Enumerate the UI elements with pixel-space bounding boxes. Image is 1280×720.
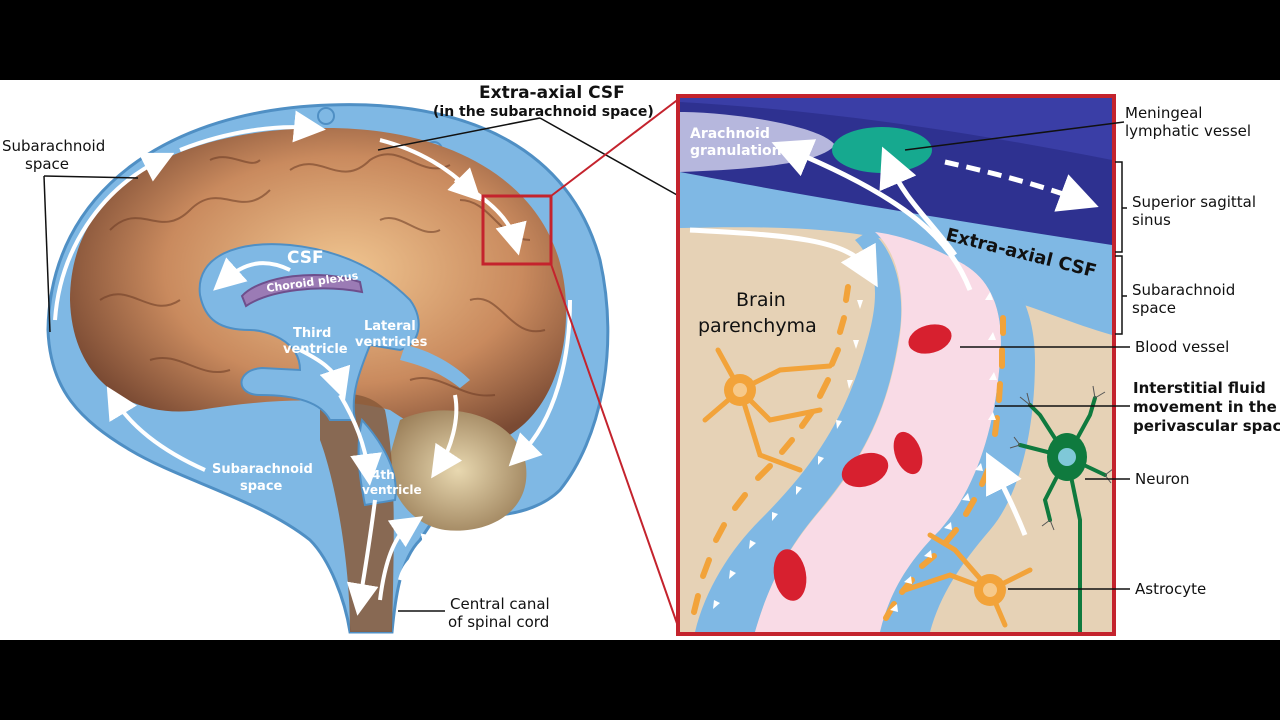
zoom-indicator (481, 97, 681, 633)
subarachnoid-inner-label-1: Subarachnoid (212, 462, 313, 477)
subarachnoid-space-label-2: space (1132, 299, 1176, 317)
neuron-label: Neuron (1135, 470, 1189, 488)
superior-sagittal-label-2: sinus (1132, 211, 1171, 229)
gyri-texture (99, 153, 546, 397)
meningeal-lymphatic-label-1: Meningeal (1125, 104, 1202, 122)
panel-flow-arrows (689, 139, 1028, 536)
interstitial-label-3: perivascular space (1133, 417, 1280, 435)
csf-flow-arrows (53, 110, 572, 616)
central-canal-label-2: of spinal cord (448, 613, 549, 631)
extra-axial-subtitle: (in the subarachnoid space) (433, 104, 654, 120)
lymphatic-drainage-arrow (944, 159, 1099, 212)
left-callouts: Extra-axial CSF (in the subarachnoid spa… (2, 83, 687, 631)
central-canal-label-1: Central canal (450, 595, 550, 613)
extra-axial-title: Extra-axial CSF (479, 83, 625, 103)
brain-parenchyma-label-2: parenchyma (698, 315, 817, 337)
right-callouts: Meningeal lymphatic vessel Superior sagi… (904, 104, 1280, 598)
zoom-panel-frame (676, 94, 1116, 636)
fourth-ventricle-label-2: ventricle (362, 483, 422, 497)
meningeal-lymphatic-label-2: lymphatic vessel (1125, 122, 1251, 140)
choroid-plexus (240, 273, 364, 308)
subarachnoid-inner-label-2: space (240, 479, 283, 494)
blood-vessel-label: Blood vessel (1135, 338, 1229, 356)
lateral-ventricles-label-1: Lateral (364, 319, 416, 334)
interstitial-label-1: Interstitial fluid (1133, 379, 1266, 397)
meningeal-lymphatic-vessel (832, 127, 932, 173)
third-ventricle-label-1: Third (293, 326, 331, 341)
astrocyte-label: Astrocyte (1135, 580, 1206, 598)
red-blood-cells (773, 324, 952, 601)
perivascular-space-right (880, 265, 1035, 632)
superior-sagittal-label-1: Superior sagittal (1132, 193, 1256, 211)
subarachnoid-label-2: space (25, 155, 69, 173)
subarachnoid-space-label-1: Subarachnoid (1132, 281, 1235, 299)
perivascular-flow-markers (713, 292, 997, 612)
brain-illustration: CSF Choroid plexus Third ventricle Later… (46, 103, 610, 634)
arachnoid-granulation-label-1: Arachnoid (690, 126, 770, 142)
interstitial-label-2: movement in the (1133, 398, 1277, 416)
subarachnoid-label-1: Subarachnoid (2, 137, 105, 155)
sinus-highlight (680, 98, 1112, 160)
posterior-horn (400, 345, 470, 388)
fourth-ventricle-label-1: 4th (372, 468, 395, 482)
zoom-panel: Arachnoid granulation Brain parenchyma E… (680, 98, 1112, 632)
csf-label: CSF (287, 248, 324, 268)
lateral-ventricles-label-2: ventricles (355, 335, 428, 350)
granulation-bump (317, 107, 335, 125)
brain-parenchyma-label-1: Brain (736, 289, 786, 311)
third-ventricle-label-2: ventricle (283, 342, 348, 357)
arachnoid-granulation-label-2: granulation (690, 143, 782, 159)
perivascular-space-left (695, 230, 902, 632)
